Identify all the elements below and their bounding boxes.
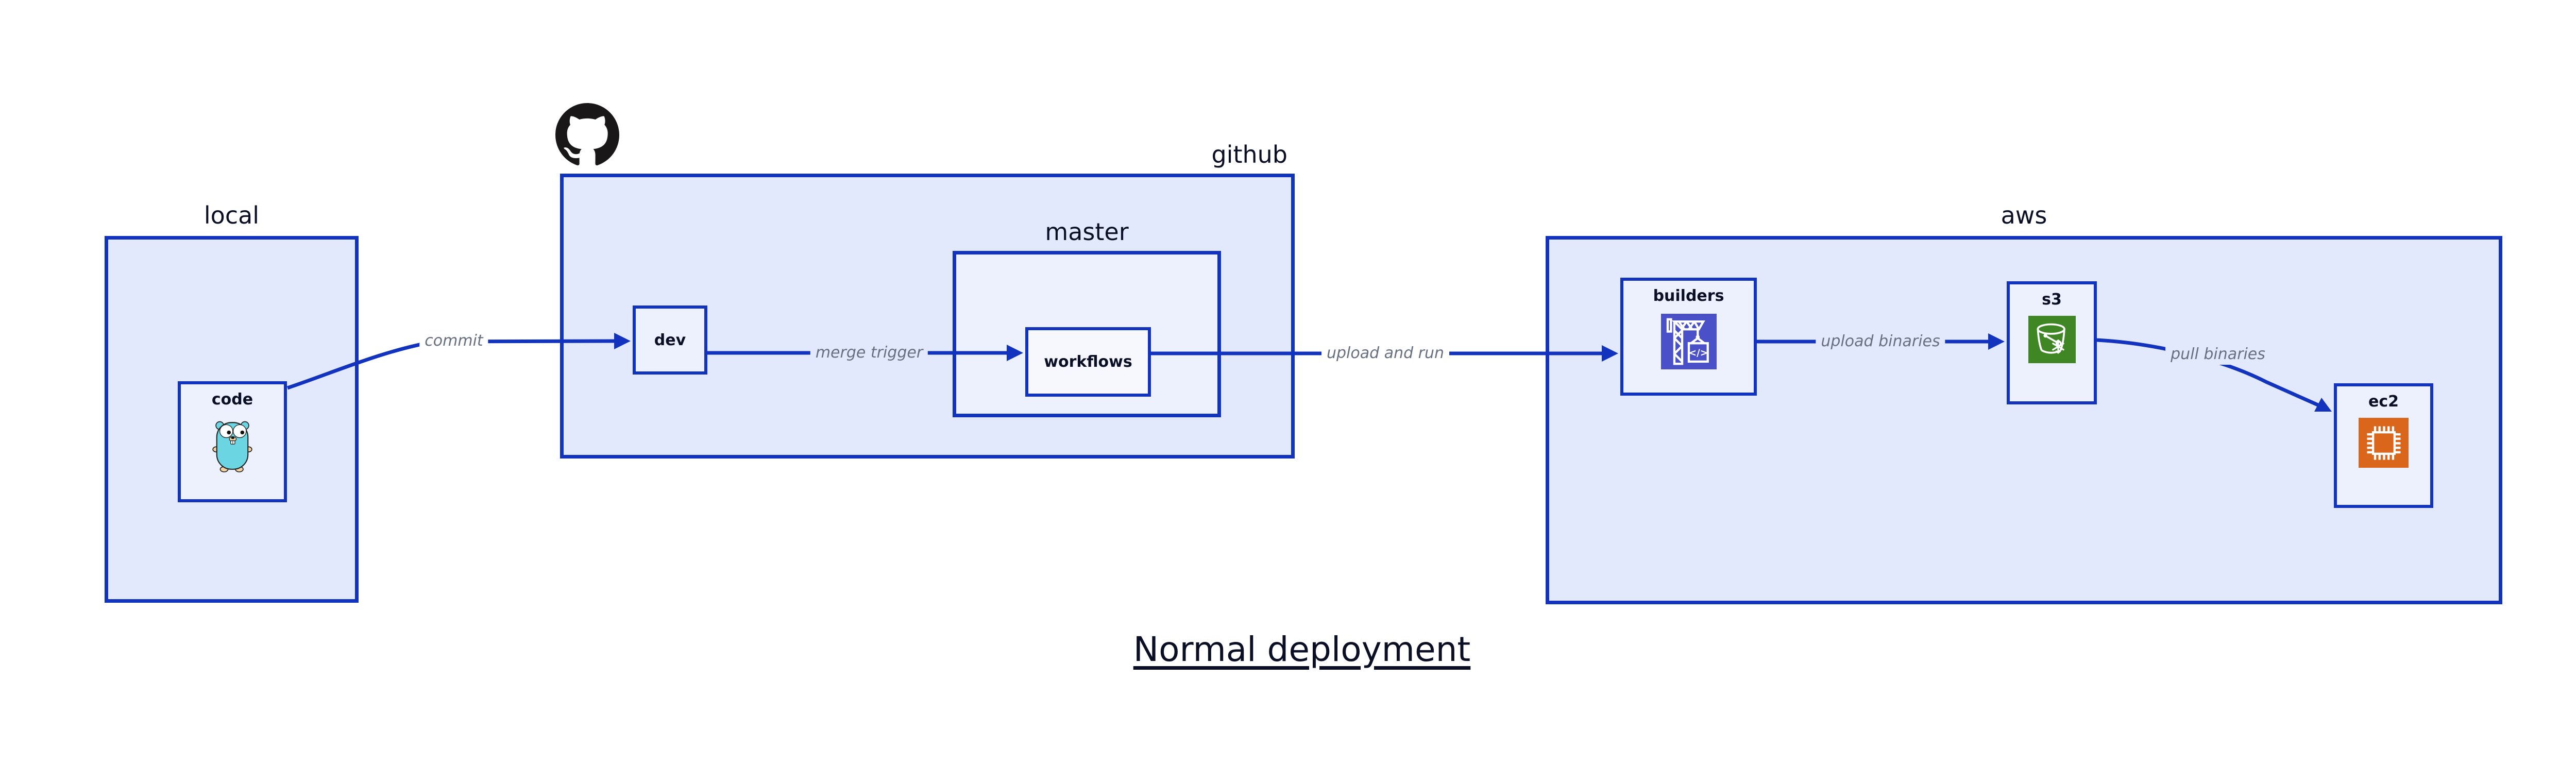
github-octocat-icon <box>555 103 619 165</box>
go-gopher-icon <box>212 421 252 472</box>
node-ec2: ec2 <box>2334 383 2433 508</box>
node-workflows: workflows <box>1025 327 1151 397</box>
container-github-label: github <box>1211 141 1287 168</box>
node-code: code <box>178 381 287 502</box>
edge-label-pull-binaries: pull binaries <box>2165 344 2270 365</box>
aws-codebuild-icon: </> <box>1660 314 1717 369</box>
node-dev-label: dev <box>654 331 686 349</box>
edge-label-merge-trigger: merge trigger <box>810 343 928 363</box>
container-local-label: local <box>204 201 260 229</box>
node-builders-label: builders <box>1653 287 1724 305</box>
arrowhead-commit <box>614 333 631 349</box>
diagram-title: Normal deployment <box>1133 630 1471 669</box>
aws-s3-bucket-icon <box>2028 316 2076 363</box>
container-aws-label: aws <box>2001 201 2047 229</box>
node-dev: dev <box>633 305 707 375</box>
aws-ec2-chip-icon <box>2359 418 2409 468</box>
node-code-label: code <box>211 390 253 409</box>
arrowhead-upload-and-run <box>1602 345 1618 362</box>
arrowhead-merge-trigger <box>1007 345 1023 361</box>
edge-label-commit: commit <box>419 331 488 351</box>
arrowhead-upload-binaries <box>1988 333 2005 350</box>
node-s3: s3 <box>2007 281 2097 404</box>
edge-label-upload-and-run: upload and run <box>1321 343 1450 364</box>
container-master-label: master <box>1045 218 1129 246</box>
edge-label-upload-binaries: upload binaries <box>1816 331 1945 352</box>
svg-text:</>: </> <box>1688 348 1707 359</box>
node-ec2-label: ec2 <box>2368 393 2399 411</box>
arrowhead-pull-binaries <box>2314 398 2332 412</box>
node-s3-label: s3 <box>2042 291 2062 309</box>
node-builders: builders </> <box>1620 278 1757 396</box>
node-workflows-label: workflows <box>1044 353 1132 371</box>
